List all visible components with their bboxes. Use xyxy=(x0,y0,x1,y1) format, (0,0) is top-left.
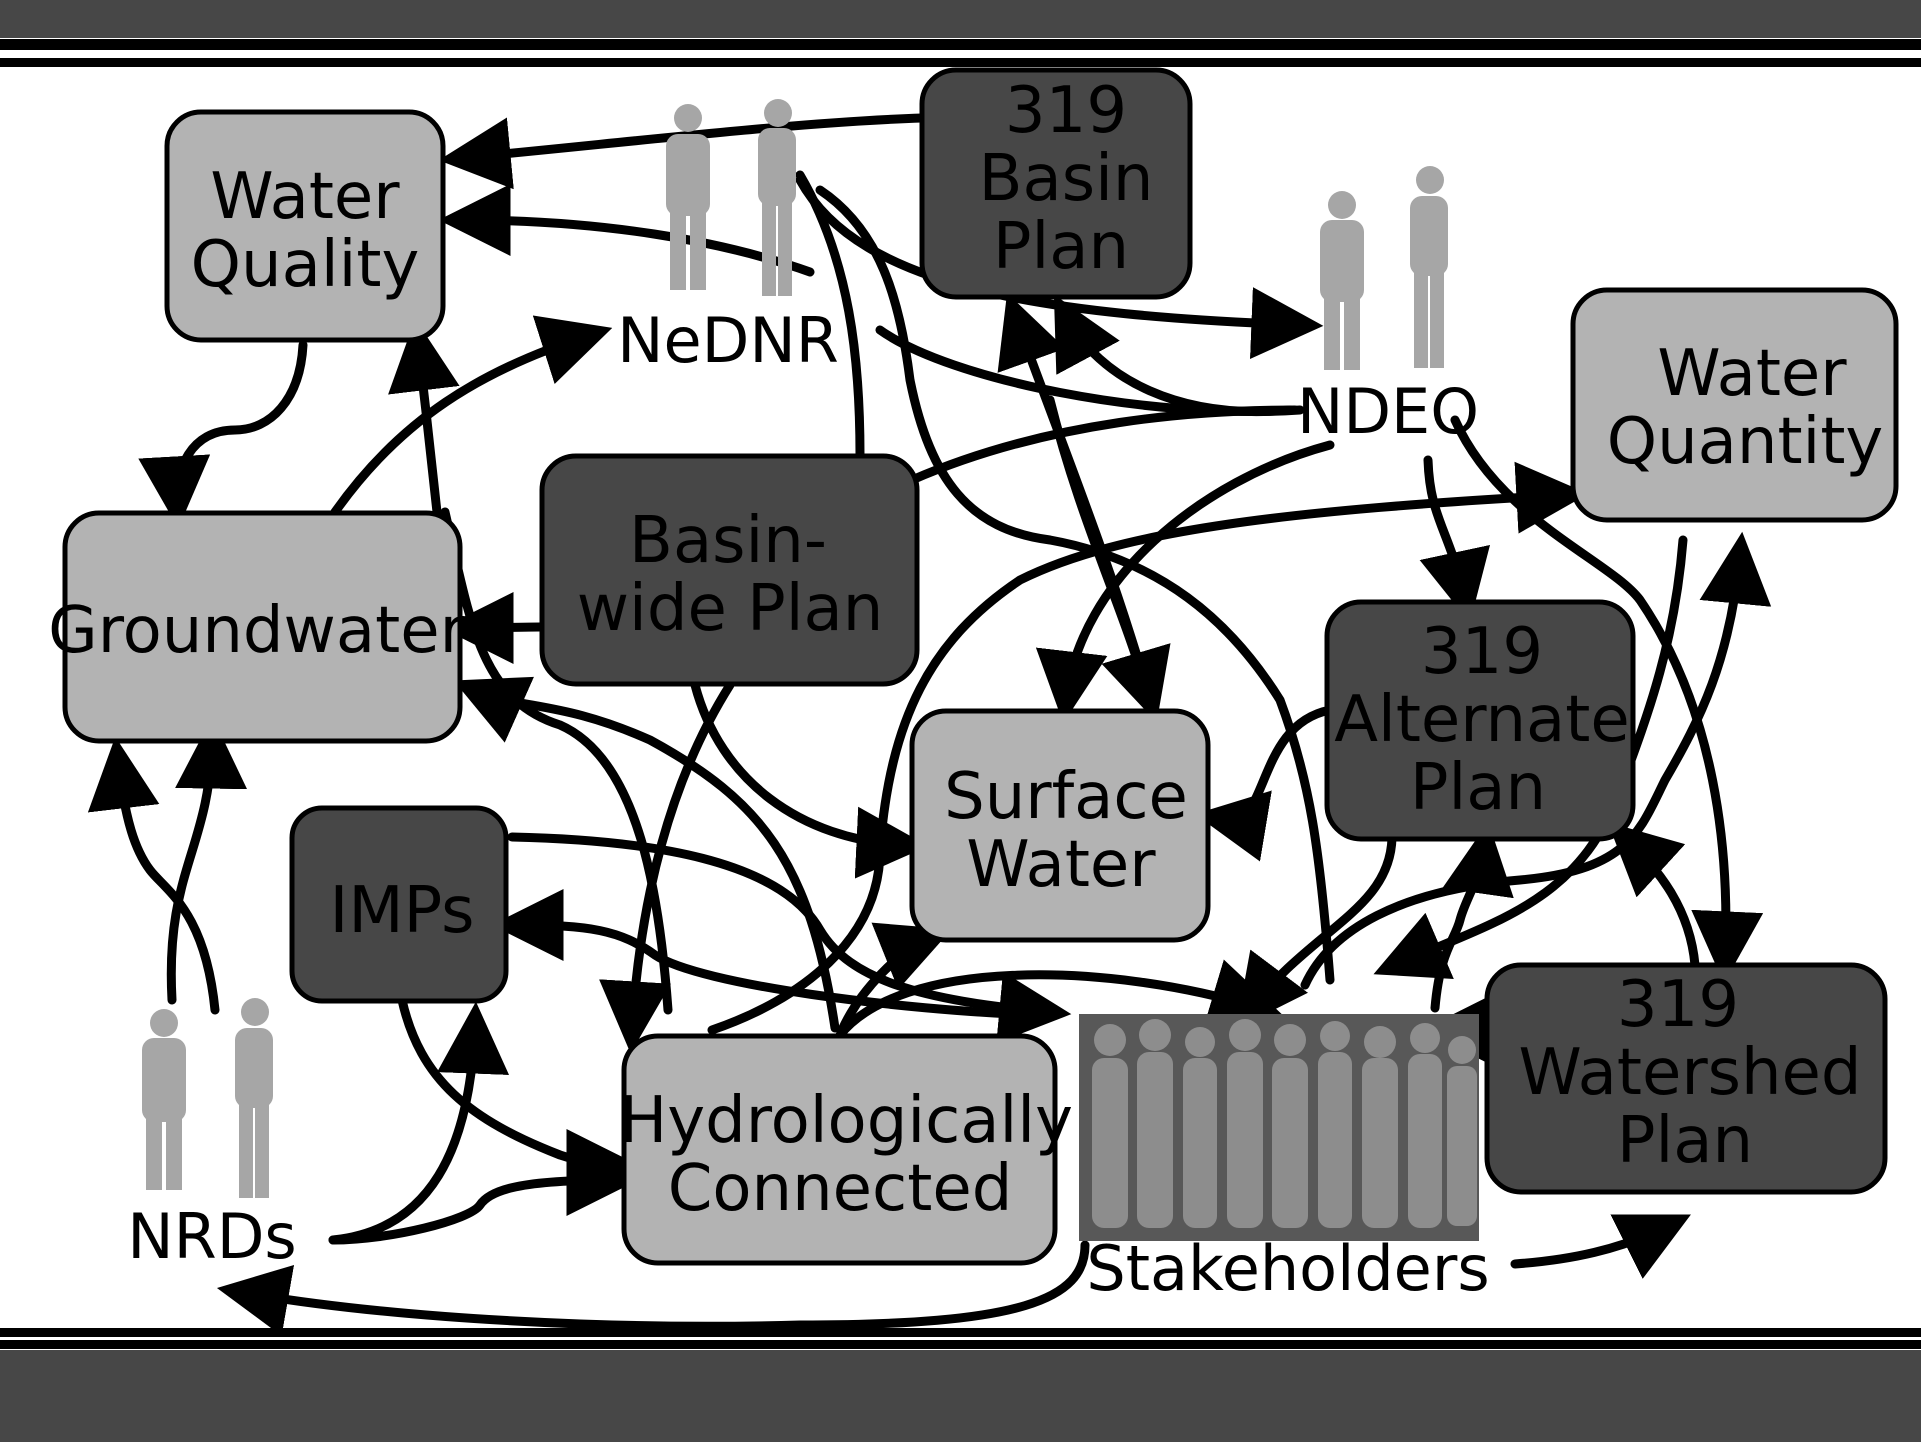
edge-basin319-waterquality xyxy=(438,113,927,190)
edge-stakeholders-watershed319 xyxy=(1510,1214,1691,1279)
nrds-group[interactable]: NRDs xyxy=(127,998,297,1273)
edge-waterquality-hydro xyxy=(440,507,673,1015)
edge-surfacewater-hydro xyxy=(837,922,952,1035)
top-rule xyxy=(0,39,1921,50)
bottom-banner-bar xyxy=(0,1350,1921,1442)
stakeholders-group[interactable]: Stakeholders xyxy=(1079,1014,1490,1305)
basin-319-box-shape xyxy=(919,67,1193,300)
imps-box-shape xyxy=(289,805,509,1004)
alternate-319-label-line-3: Plan xyxy=(1410,751,1546,825)
basin-wide-plan-box[interactable]: Basin- wide Plan xyxy=(539,453,920,687)
watershed-319-label-line-2: Watershed xyxy=(1518,1036,1861,1110)
water-quality-label-line-1: Water xyxy=(210,160,400,234)
edge-nednr-basinwide xyxy=(795,170,865,460)
water-quantity-box-shape xyxy=(1570,287,1899,523)
edge-imps-stakeholders xyxy=(507,832,1072,1044)
alternate-319-box[interactable]: 319 Alternate Plan xyxy=(1324,599,1636,842)
stakeholders-label: Stakeholders xyxy=(1086,1232,1489,1305)
person-pair-icon xyxy=(1320,166,1448,370)
water-quantity-box[interactable]: Water Quantity xyxy=(1570,287,1899,523)
bottom-rule xyxy=(0,1340,1921,1349)
groundwater-label: Groundwater xyxy=(48,594,466,668)
edge-nrds-groundwater xyxy=(166,716,248,1005)
watershed-319-box-shape xyxy=(1484,962,1888,1195)
basin-319-box[interactable]: 319 Basin Plan xyxy=(919,67,1193,300)
edge-imps-hydro xyxy=(397,995,639,1201)
edge-nednr-waterquality xyxy=(438,184,815,277)
edge-surfacewater-basin319 xyxy=(997,292,1155,705)
watershed-319-label-line-3: Plan xyxy=(1617,1104,1753,1178)
edge-nrds-groundwater-arrow xyxy=(87,736,220,1015)
basin-319-label-line-1: 319 xyxy=(1005,74,1127,148)
alternate-319-label-line-2: Alternate xyxy=(1334,683,1629,757)
edge-nrds-imps xyxy=(328,1001,510,1245)
edge-basinwide-surfacewater xyxy=(690,680,929,879)
edge-nednr-stakeholders xyxy=(815,185,1335,985)
hydrologically-connected-label-line-2: Connected xyxy=(668,1152,1013,1226)
alternate-319-box-shape xyxy=(1324,599,1636,842)
crowd-icon xyxy=(1092,1019,1477,1228)
edge-stakeholders-nrds xyxy=(216,1240,1090,1336)
nednr-label: NeDNR xyxy=(617,304,839,377)
surface-water-label-line-2: Water xyxy=(966,828,1156,902)
surface-water-box-shape xyxy=(909,708,1211,943)
water-quantity-label-line-2: Quantity xyxy=(1607,405,1884,479)
basin-wide-plan-label-line-2: wide Plan xyxy=(577,572,884,646)
ndeq-label: NDEQ xyxy=(1297,375,1479,448)
edge-watershed319-alternate319 xyxy=(1607,822,1700,970)
edge-groundwater-waterquality xyxy=(388,318,460,517)
water-quality-label-line-2: Quality xyxy=(191,228,420,302)
imps-label: IMPs xyxy=(330,874,475,948)
bottom-banner xyxy=(0,1328,1921,1442)
basin-319-label-line-2: Basin xyxy=(979,142,1154,216)
surface-water-box[interactable]: Surface Water xyxy=(909,708,1211,943)
bottom-rule-thin xyxy=(0,1328,1921,1337)
edge-nrds-hydro xyxy=(328,1144,639,1245)
edge-waterquality-groundwater xyxy=(138,340,308,529)
nrds-label: NRDs xyxy=(127,1200,297,1273)
water-quality-box[interactable]: Water Quality xyxy=(164,109,446,343)
edges xyxy=(87,113,1772,1336)
hydrologically-connected-label-line-1: Hydrologically xyxy=(619,1084,1073,1158)
top-rule-thin xyxy=(0,58,1921,67)
water-quantity-label-line-1: Water xyxy=(1657,337,1847,411)
top-banner xyxy=(0,0,1921,67)
surface-water-label-line-1: Surface xyxy=(944,760,1188,834)
edge-ndeq-nednr-curve xyxy=(875,325,1305,417)
water-quality-box-shape xyxy=(164,109,446,343)
watershed-319-box[interactable]: 319 Watershed Plan xyxy=(1484,962,1888,1195)
alternate-319-label-line-1: 319 xyxy=(1421,615,1543,689)
basin-319-label-line-3: Plan xyxy=(993,210,1129,284)
edge-basinwide-ndeq xyxy=(907,405,1300,485)
edge-hydro-waterquantity xyxy=(707,461,1589,1035)
basin-wide-plan-box-shape xyxy=(539,453,920,687)
person-pair-icon xyxy=(666,99,796,296)
edge-groundwater-nednr xyxy=(330,315,613,517)
groundwater-box[interactable]: Groundwater xyxy=(48,510,467,744)
imps-box[interactable]: IMPs xyxy=(289,805,509,1004)
person-pair-icon xyxy=(142,998,273,1198)
nednr-group[interactable]: NeDNR xyxy=(617,99,839,377)
boxes: Water Quality 319 Basin Plan Water Quant… xyxy=(48,67,1899,1266)
edge-alternate319-surfacewater xyxy=(1194,705,1335,862)
groundwater-box-shape xyxy=(62,510,463,744)
edge-hydro-imps xyxy=(491,889,1040,1020)
top-banner-bar xyxy=(0,0,1921,38)
edge-ndeq-alternate319 xyxy=(1419,455,1491,623)
hydrologically-connected-box[interactable]: Hydrologically Connected xyxy=(619,1033,1073,1266)
hydrologically-connected-box-shape xyxy=(621,1033,1058,1266)
basin-wide-plan-label-line-1: Basin- xyxy=(629,504,827,578)
watershed-319-label-line-1: 319 xyxy=(1617,968,1739,1042)
ndeq-group[interactable]: NDEQ xyxy=(1297,166,1479,448)
